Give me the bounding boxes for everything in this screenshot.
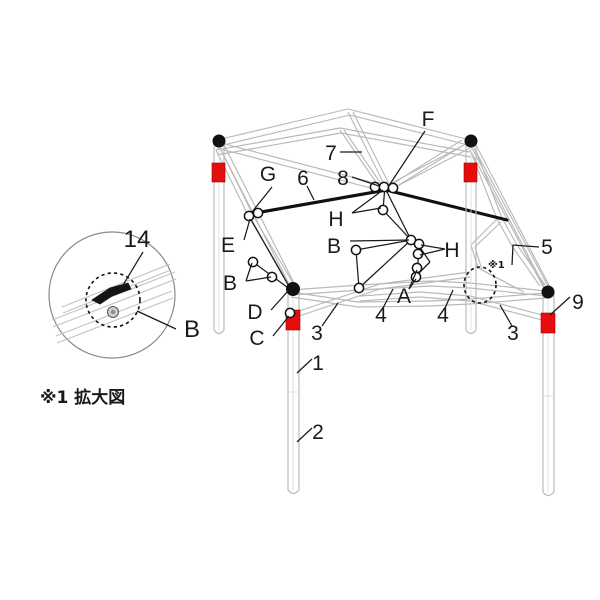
callout-3-right: 3 [507,322,519,345]
detail-view-caption: ※1 拡大図 [40,387,125,408]
detail-bolt-center [110,309,116,315]
detail-view-group: 14 B ※1 拡大図 [40,226,200,408]
number-labels: 7 8 6 5 9 4 4 3 3 1 2 [297,142,584,444]
callout-5: 5 [541,236,553,259]
red-marker-front-right [540,312,556,334]
top-ridge-bars [248,188,509,222]
cap-rear-right [464,134,478,148]
callout-G: G [260,163,276,186]
joint-nodes [243,181,425,319]
callout-6: 6 [297,167,309,190]
detail-callout-14: 14 [124,226,151,253]
callout-3-left: 3 [311,322,323,345]
leader-B-left-1 [245,262,253,282]
leader-A-1 [408,269,418,290]
callout-H-upper: H [328,208,343,231]
callout-F: F [422,108,435,131]
callout-H-right: H [444,239,459,262]
leader-5 [511,244,540,266]
callout-E: E [221,234,235,257]
leader-B-left-2 [245,276,272,282]
ridge-bar-right [384,188,509,222]
letter-labels: F G E B D C H B H A [221,108,460,350]
leader-4-right [444,289,454,309]
callout-4-right: 4 [437,304,449,327]
cap-rear-left [212,134,226,148]
callout-B-left: B [223,272,237,295]
leader-2 [296,427,313,443]
callout-2: 2 [312,421,324,444]
red-marker-rear-left [211,162,226,183]
detail-dotted-highlight [85,272,141,328]
leader-H-right-2 [419,248,446,256]
callout-4-left: 4 [375,304,387,327]
leader-H-up-1 [351,189,384,214]
leader-4-left [382,288,394,309]
detail-magnifier-circle [48,231,176,359]
callout-C: C [249,327,264,350]
ridge-bar-left [248,188,388,216]
reference-dotted-circle [463,266,497,304]
leader-C [272,315,290,337]
leader-E [243,218,251,241]
callout-7: 7 [325,142,337,165]
detail-clip-part [91,282,132,305]
canopy-frame-group: ※1 [211,108,584,497]
leader-1 [296,358,313,374]
leader-A-2 [408,278,417,290]
leader-H-right-1 [420,244,446,250]
leader-H-up-2 [351,207,382,214]
reference-mark-1: ※1 [488,259,505,271]
detail-leader-14 [119,251,144,291]
detail-leader-B [136,310,177,330]
leader-3-right [499,304,513,327]
cap-front-right [541,285,555,299]
detail-tubes [51,263,177,344]
leader-G [251,186,273,213]
callout-A: A [397,285,411,308]
callout-8: 8 [337,167,349,190]
callout-9: 9 [572,291,584,314]
leader-B-center [349,239,410,242]
leader-9 [549,296,571,316]
leader-8 [351,176,380,187]
callout-B-center: B [327,235,341,258]
leader-D [270,290,289,311]
cap-front-left [286,282,300,296]
detail-callout-B: B [184,316,200,343]
leader-lines [243,130,571,443]
callout-D: D [247,301,262,324]
callout-1: 1 [312,352,324,375]
leader-6 [306,185,315,201]
red-marker-rear-right [463,162,478,183]
leader-F [387,130,426,188]
leader-3-left [321,302,339,327]
